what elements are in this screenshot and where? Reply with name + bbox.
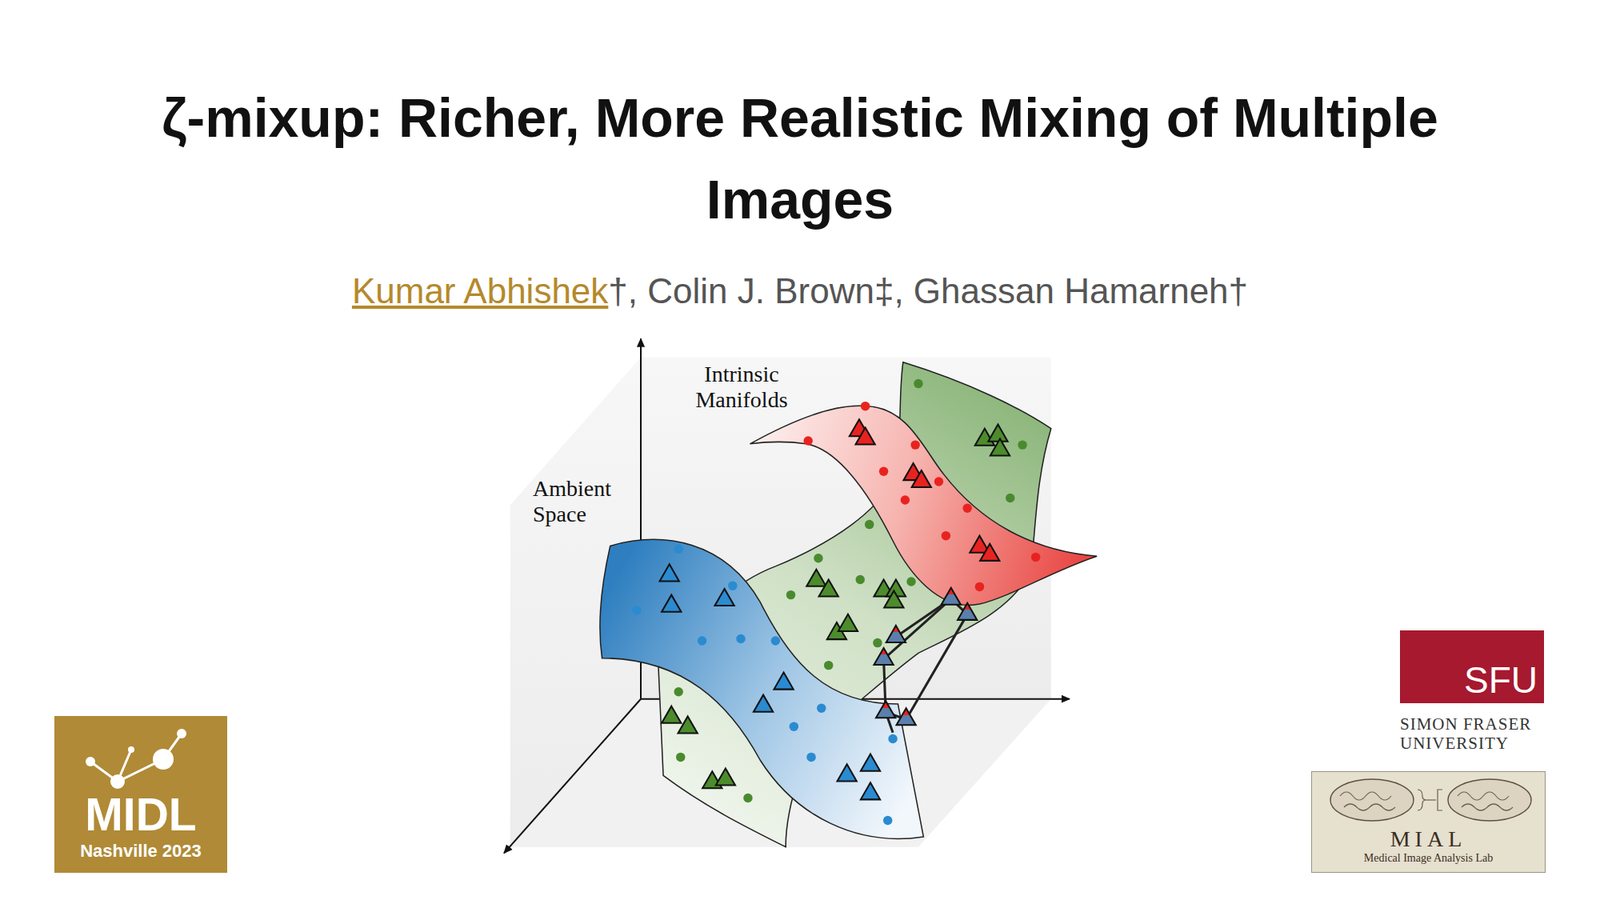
logo-box: SFU (1400, 630, 1544, 704)
axis (504, 699, 641, 854)
red-points (803, 401, 1040, 592)
network-icon (54, 716, 228, 792)
logo-text: SFU (1464, 661, 1538, 699)
brain-icons (1312, 772, 1547, 828)
logo-text: MIAL (1390, 827, 1468, 852)
logo-text: MIDL (84, 792, 196, 838)
logo-box: MIALMedical Image Analysis Lab (1311, 771, 1546, 873)
logo-subtext: Medical Image Analysis Lab (1364, 852, 1493, 866)
blue-points (632, 544, 898, 825)
red-triangles (849, 419, 1000, 561)
author-name: Kumar Abhishek (352, 271, 608, 311)
mixing-paths (884, 599, 968, 733)
author-line: Kumar Abhishek†, Colin J. Brown‡, Ghassa… (0, 270, 1600, 312)
blue-triangles (660, 564, 881, 800)
mixed-triangles (873, 588, 977, 726)
institution-name: SIMON FRASER UNIVERSITY (1400, 714, 1560, 753)
red-manifold (750, 405, 1098, 605)
logo-box: MIDLNashville 2023 (54, 716, 228, 873)
slide-title: ζ-mixup: Richer, More Realistic Mixing o… (80, 76, 1520, 240)
logo-subtext: Nashville 2023 (80, 840, 202, 862)
author-list: †, Colin J. Brown‡, Ghassan Hamarneh† (608, 271, 1248, 311)
axis-label: Ambient Space (532, 476, 633, 528)
blue-manifold (600, 539, 924, 839)
axis-label: Intrinsic Manifolds (677, 361, 806, 413)
